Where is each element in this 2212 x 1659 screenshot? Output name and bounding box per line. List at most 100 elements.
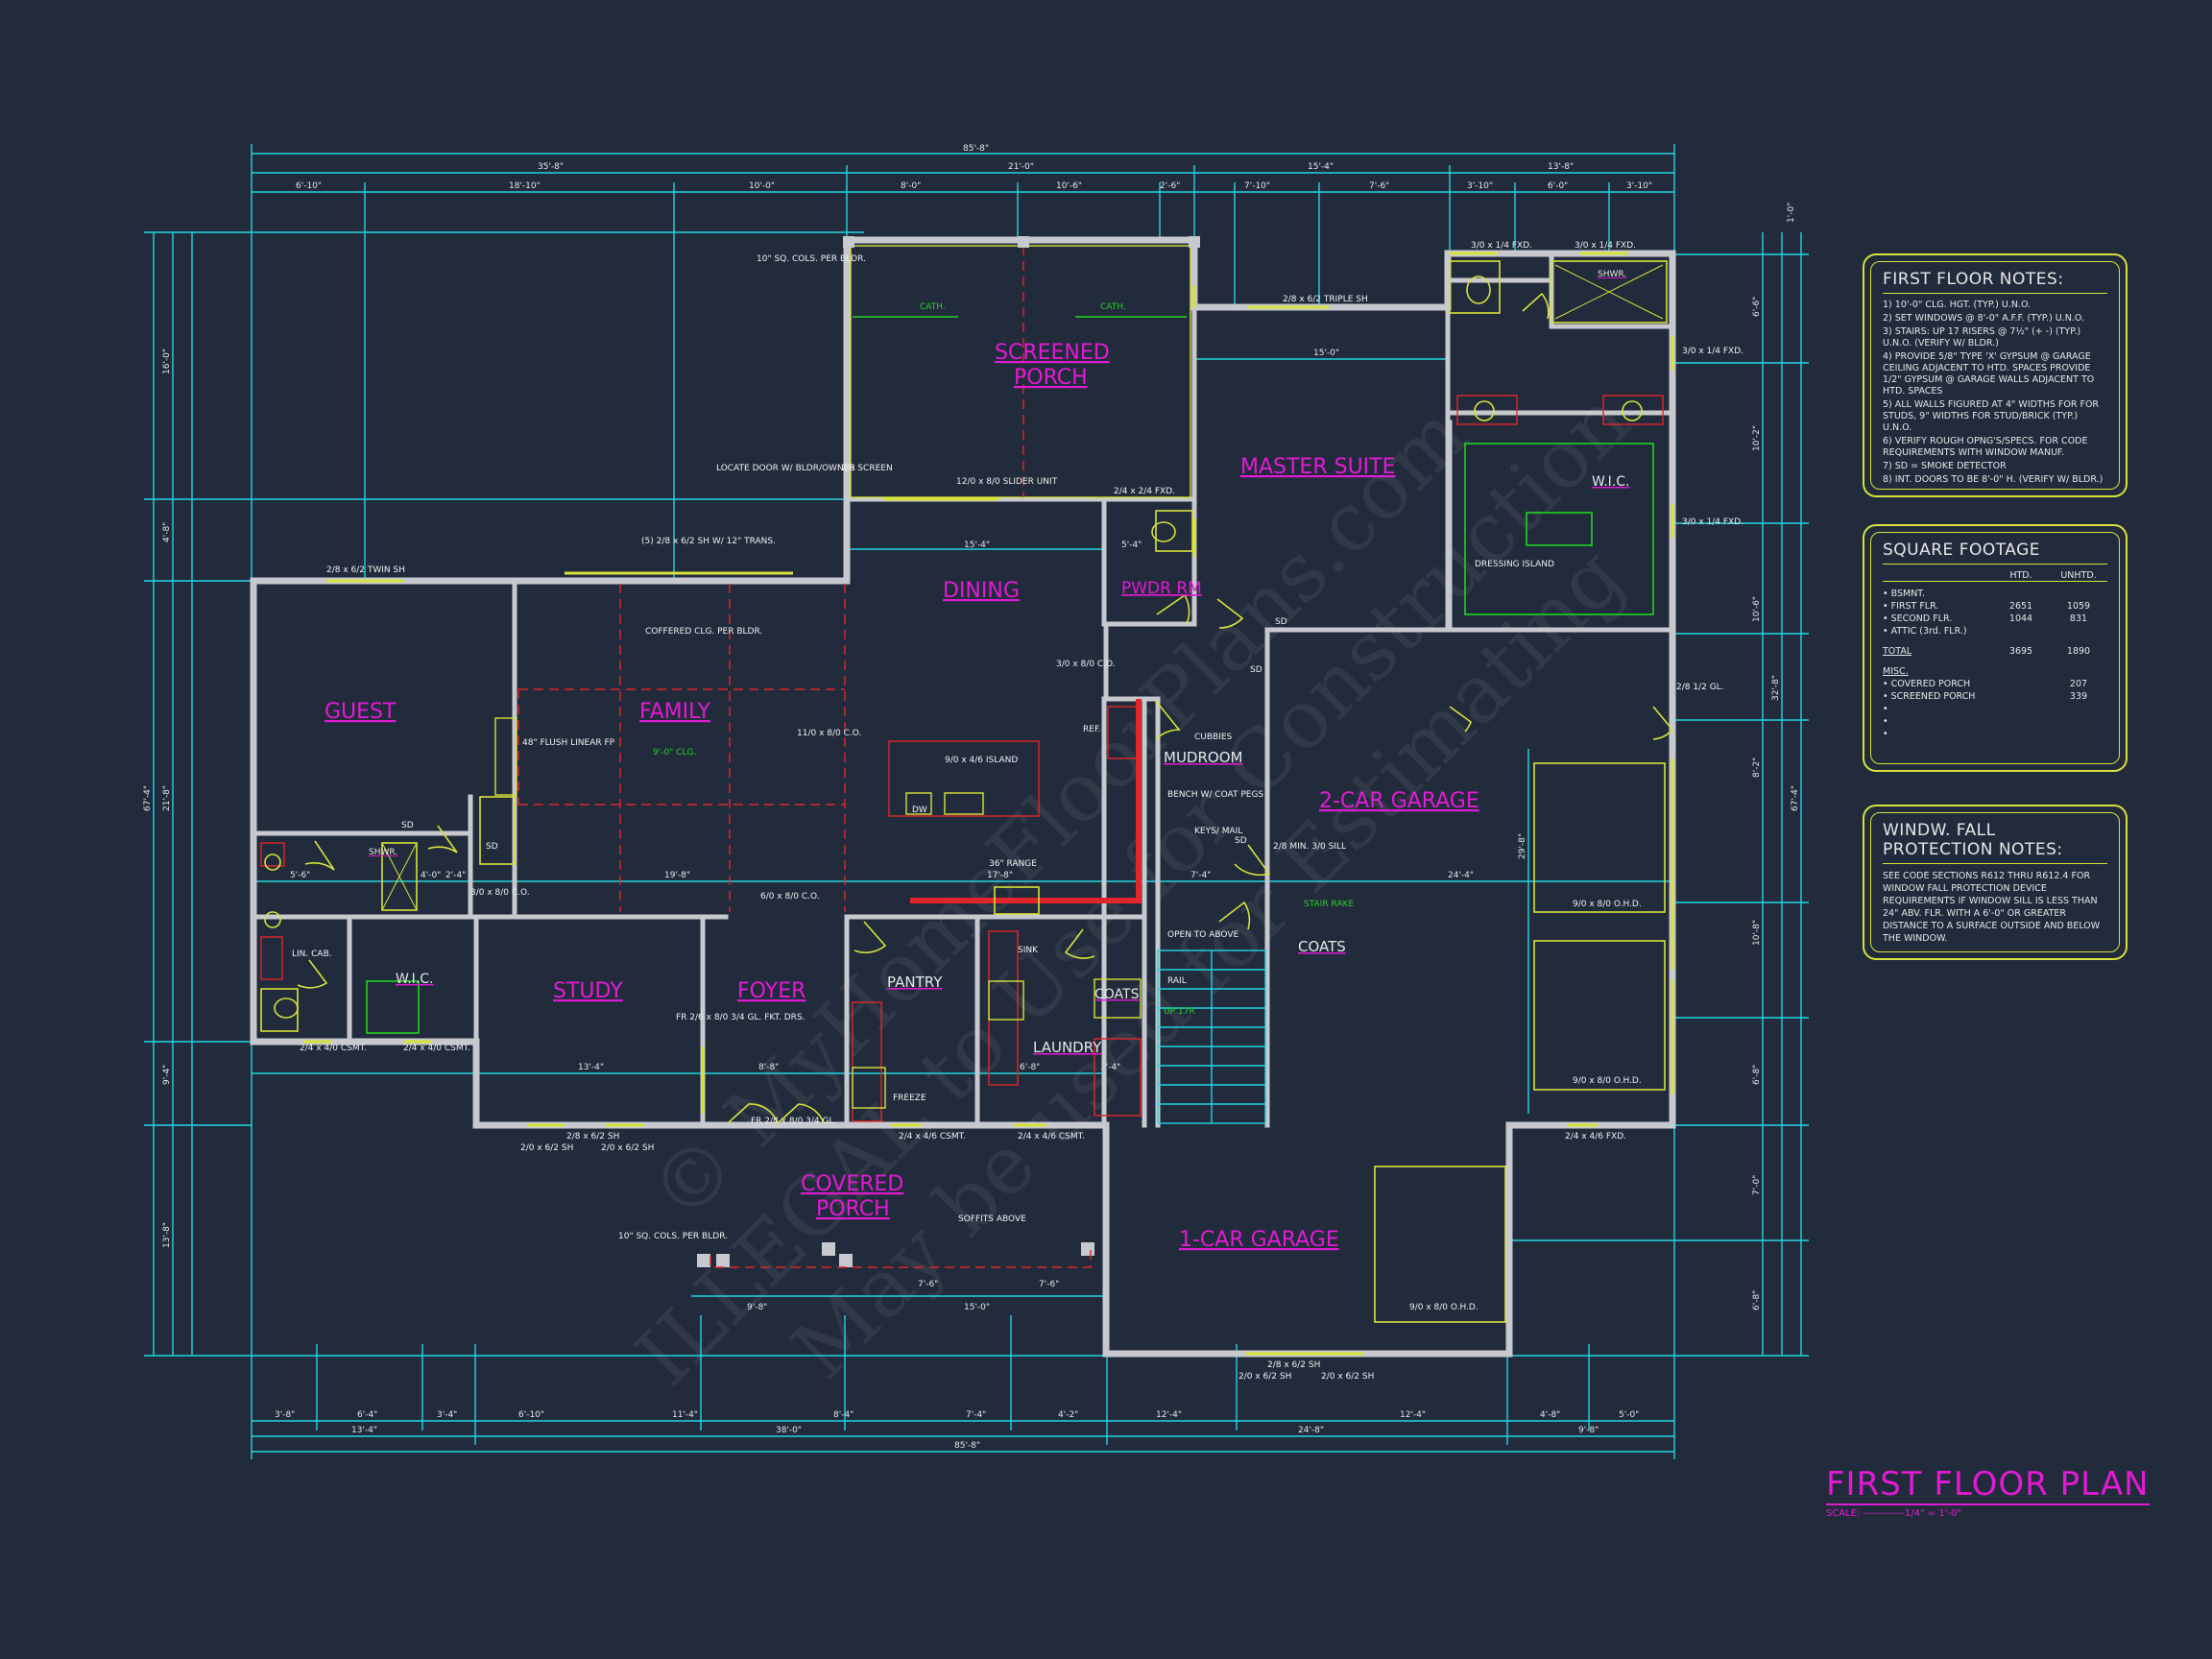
room-garage-1: 1-CAR GARAGE [1179, 1228, 1339, 1252]
dim-right-k: 6'-8" [1752, 1290, 1762, 1310]
csmt-3: 2/4 x 4/6 CSMT. [899, 1132, 966, 1142]
dim-int-9: 2'-4" [445, 871, 466, 880]
glass-door: 2/8 1/2 GL. [1676, 683, 1724, 692]
room-family: FAMILY [639, 700, 710, 724]
room-garage-2: 2-CAR GARAGE [1319, 789, 1479, 813]
dim-bot-r1-9: 12'-4" [1156, 1410, 1182, 1420]
dim-int-12: 6'-8" [1020, 1063, 1040, 1072]
twin-sh: 2/8 x 6/2 TWIN SH [326, 565, 405, 575]
dim-top-r2-2: 21'-0" [1008, 162, 1034, 172]
bottom-dimension-lines [251, 1042, 1675, 1459]
dim-left-a: 16'-0" [162, 349, 172, 374]
sh-2: 2/8 x 6/2 SH [566, 1132, 619, 1142]
dim-left-b: 4'-8" [162, 522, 172, 542]
dw-label: DW [912, 805, 927, 815]
coffered-clg: COFFERED CLG. PER BLDR. [645, 627, 762, 637]
room-foyer: FOYER [737, 979, 805, 1003]
dim-int-2: 15'-4" [964, 541, 990, 550]
dim-top-r3-11: 3'-10" [1626, 181, 1652, 191]
screen-door: 2/8 SCREEN [841, 464, 893, 473]
dim-bot-r1-1: 3'-8" [275, 1410, 295, 1420]
room-shwr-guest: SHWR. [369, 848, 397, 857]
sqft-row: • ATTIC (3rd. FLR.) [1883, 626, 1967, 637]
bench-label: BENCH W/ COAT PEGS [1167, 790, 1263, 800]
sqft-misc-title: MISC. [1883, 666, 1909, 677]
french-doors: FR 2/6 x 8/0 3/4 GL. FKT. DRS. [676, 1013, 805, 1022]
cols-bottom: 10" SQ. COLS. PER BLDR. [618, 1232, 728, 1241]
interior-dimension-lines [252, 358, 1674, 1297]
co-2: 3/0 x 8/0 C.O. [1056, 660, 1116, 669]
room-study: STUDY [553, 979, 623, 1003]
dim-right-b: 6'-6" [1752, 297, 1762, 317]
dim-right-a: 1'-0" [1787, 203, 1796, 223]
room-shwr-master: SHWR. [1598, 270, 1626, 279]
room-wic-master: W.I.C. [1592, 474, 1630, 490]
left-dimension-lines [144, 231, 1106, 1357]
cath-2: CATH. [1100, 302, 1126, 312]
room-master-suite: MASTER SUITE [1240, 455, 1396, 479]
sqft-col-htd: HTD. [2009, 570, 2032, 581]
stairs [1157, 950, 1266, 1124]
flush-fp: 48" FLUSH LINEAR FP [522, 738, 615, 748]
min-sill: 2/8 MIN. 3/0 SILL [1273, 842, 1346, 852]
note-1: 1) 10'-0" CLG. HGT. (TYP.) U.N.O. [1883, 300, 2032, 310]
bottom-dimension-text: 3'-8" 6'-4" 3'-4" 6'-10" 11'-4" 8'-4" 7'… [275, 1410, 1639, 1451]
room-pwdr: PWDR RM [1121, 579, 1202, 598]
room-guest: GUEST [325, 700, 397, 724]
plan-title: FIRST FLOOR PLAN [1826, 1465, 2150, 1505]
left-dimension-text: 16'-0" 4'-8" 21'-8" 67'-4" 9'-4" 13'-8" [143, 349, 172, 1248]
sh-4: 2/8 x 6/2 SH [1267, 1360, 1320, 1370]
triple-sh: 2/8 x 6/2 TRIPLE SH [1283, 295, 1368, 304]
dim-bot-r1-7: 7'-4" [966, 1410, 986, 1420]
dim-right-f: 8'-2" [1752, 757, 1762, 778]
co-4: 6/0 x 8/0 C.O. [760, 892, 820, 902]
coffered-ceiling [517, 584, 846, 912]
dim-int-16: 7'-6" [918, 1280, 938, 1289]
freeze-label: FREEZE [893, 1094, 926, 1103]
dim-top-r3-6: 2'-6" [1160, 181, 1180, 191]
dim-right-c: 10'-2" [1752, 425, 1762, 451]
room-wic-guest: W.I.C. [396, 972, 434, 987]
dressing-island: DRESSING ISLAND [1475, 560, 1554, 569]
dim-bot-r1-10: 12'-4" [1400, 1410, 1426, 1420]
kitchen-island [888, 740, 1040, 817]
co-3: 3/0 x 8/0 C.O. [470, 888, 530, 898]
fxd-4: 3/0 x 1/4 FXD. [1682, 517, 1743, 527]
covered-porch-outline [709, 1248, 1092, 1268]
dim-right-h: 6'-8" [1752, 1065, 1762, 1085]
dim-bot-r1-8: 4'-2" [1058, 1410, 1078, 1420]
top-dimension-lines [251, 144, 1675, 581]
ohd-2: 9/0 x 8/0 O.H.D. [1573, 1076, 1642, 1086]
csmt-4: 2/4 x 4/6 CSMT. [1018, 1132, 1085, 1142]
slider-unit: 12/0 x 8/0 SLIDER UNIT [956, 477, 1058, 487]
dim-bot-overall: 85'-8" [954, 1441, 980, 1451]
sqft-title: SQUARE FOOTAGE [1883, 541, 2107, 565]
sqft-misc-row: • [1883, 716, 1888, 727]
sh-6: 2/0 x 6/2 SH [1321, 1372, 1374, 1382]
dim-right-e: 32'-8" [1771, 675, 1781, 701]
island-label: 9/0 x 4/6 ISLAND [945, 756, 1018, 765]
sqft-misc-row: • [1883, 704, 1888, 714]
note-2: 2) SET WINDOWS @ 8'-0" A.F.F. (TYP.) U.N… [1883, 313, 2085, 324]
soffits-label: SOFFITS ABOVE [958, 1214, 1026, 1224]
ohd-1: 9/0 x 8/0 O.H.D. [1573, 900, 1642, 909]
dim-bot-r2-1: 13'-4" [351, 1426, 377, 1435]
garage-doors [1374, 762, 1666, 1323]
dim-right-i: 67'-4" [1791, 785, 1800, 811]
sd-4: SD [486, 842, 498, 852]
refrigerator [1107, 706, 1138, 759]
dim-left-e: 9'-4" [162, 1065, 172, 1085]
dim-int-15: 15'-0" [964, 1303, 990, 1312]
dim-int-13: 3'-4" [1100, 1063, 1120, 1072]
fxd-3: 3/0 x 1/4 FXD. [1682, 347, 1743, 356]
dim-right-d: 10'-6" [1752, 596, 1762, 622]
lin-cab: LIN. CAB. [292, 950, 332, 959]
clg-9: 9'-0" CLG. [653, 748, 696, 757]
fall-protection-panel: WINDW. FALL PROTECTION NOTES: SEE CODE S… [1863, 805, 2128, 960]
first-floor-notes-panel: FIRST FLOOR NOTES: 1) 10'-0" CLG. HGT. (… [1863, 253, 2128, 497]
right-dimension-text: 1'-0" 6'-6" 10'-2" 10'-6" 32'-8" 8'-2" 1… [1752, 203, 1800, 1310]
sqft-col-unhtd: UNHTD. [2060, 570, 2097, 581]
note-7: 7) SD = SMOKE DETECTOR [1883, 461, 2007, 471]
dim-top-r2-4: 13'-8" [1548, 162, 1574, 172]
